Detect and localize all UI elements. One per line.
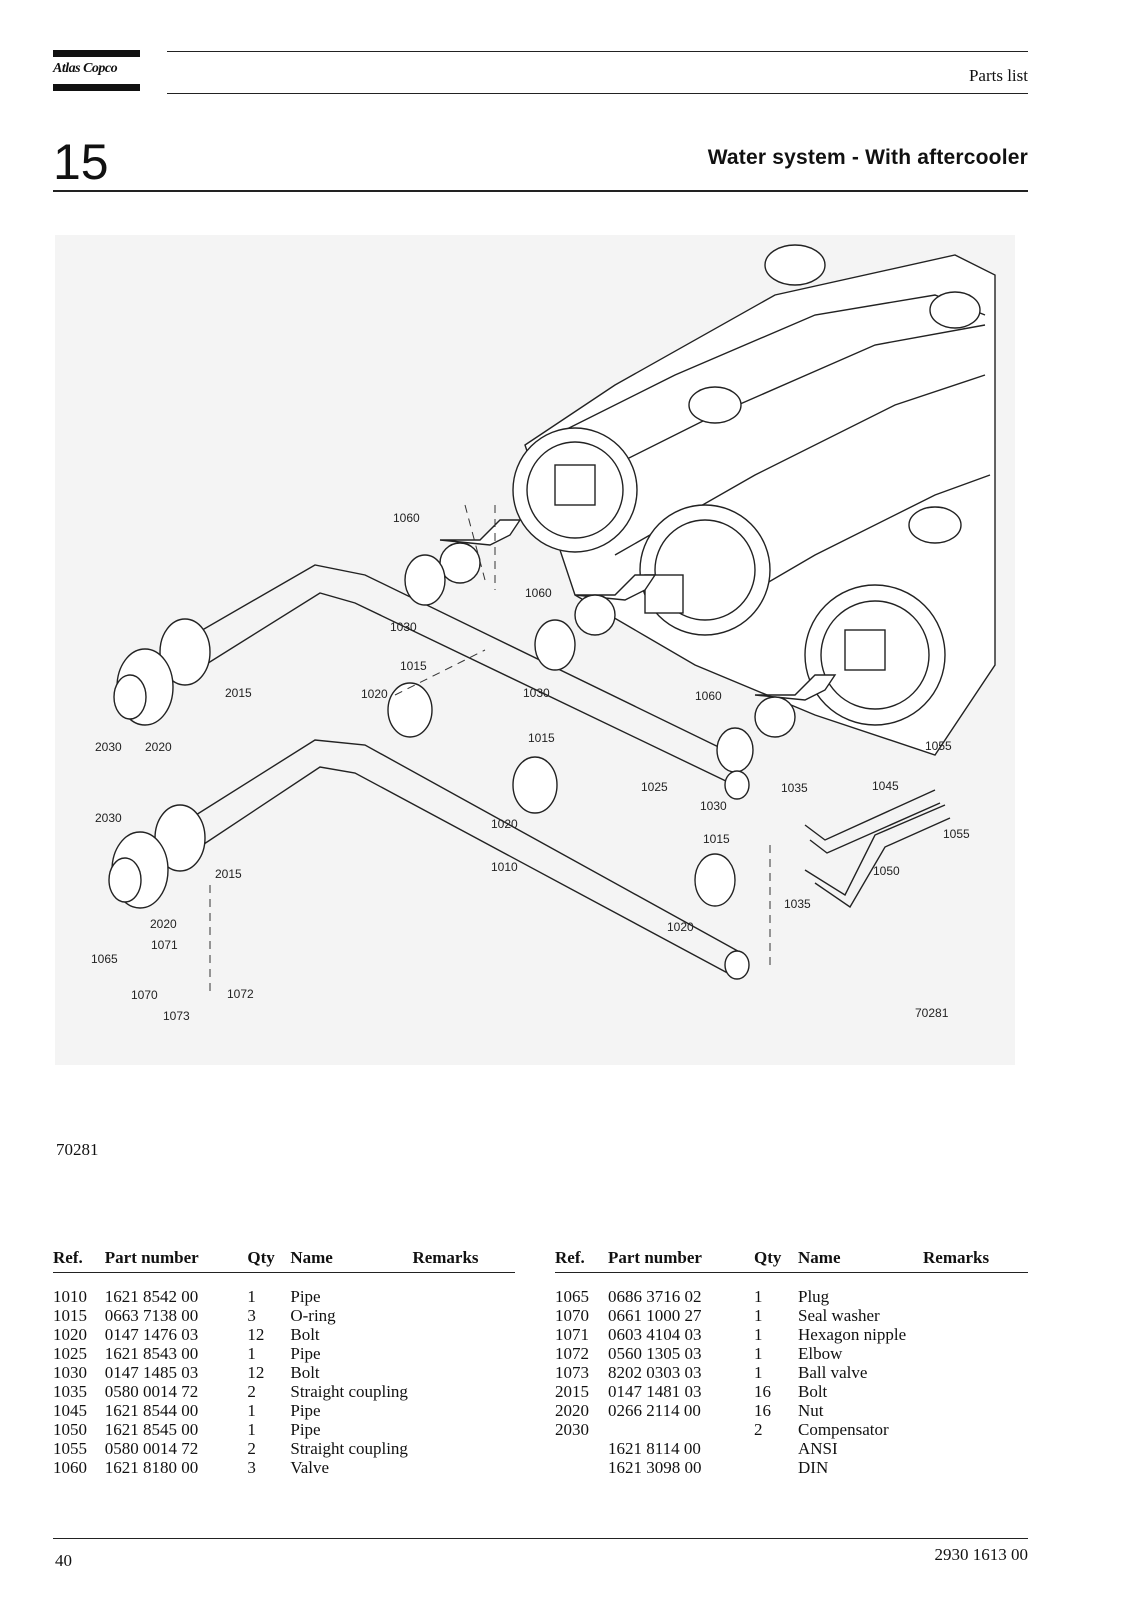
col-part-number: Part number: [104, 1248, 199, 1267]
col-ref: Ref.: [53, 1248, 83, 1267]
svg-text:1030: 1030: [700, 799, 727, 813]
exploded-view-drawing: 1060 1060 1060 1030 1030 1030 1015 1015 …: [55, 235, 1015, 1065]
svg-text:1025: 1025: [641, 780, 668, 794]
svg-text:1015: 1015: [400, 659, 427, 673]
svg-text:1045: 1045: [872, 779, 899, 793]
col-qty: Qty: [754, 1248, 782, 1267]
svg-text:1035: 1035: [781, 781, 808, 795]
svg-text:1010: 1010: [491, 860, 518, 874]
page-number: 40: [55, 1551, 72, 1570]
col-ref: Ref.: [555, 1248, 585, 1267]
svg-text:1055: 1055: [943, 827, 970, 841]
svg-text:1050: 1050: [873, 864, 900, 878]
chapter-rule: [53, 190, 1028, 192]
document-number: 2930 1613 00: [934, 1545, 1029, 1564]
svg-text:70281: 70281: [915, 1006, 949, 1020]
svg-text:1015: 1015: [703, 832, 730, 846]
svg-text:1055: 1055: [925, 739, 952, 753]
col-remarks: Remarks: [923, 1248, 990, 1267]
footer-rule: [53, 1538, 1028, 1539]
svg-text:2020: 2020: [150, 917, 177, 931]
svg-text:1060: 1060: [393, 511, 420, 525]
col-name: Name: [798, 1248, 841, 1267]
figure-reference: 70281: [56, 1140, 99, 1159]
col-remarks: Remarks: [412, 1248, 479, 1267]
logo-bar-top: [53, 50, 140, 57]
col-part-number: Part number: [608, 1248, 702, 1267]
svg-text:1020: 1020: [361, 687, 388, 701]
svg-text:1071: 1071: [151, 938, 178, 952]
col-qty: Qty: [247, 1248, 275, 1267]
svg-text:2015: 2015: [215, 867, 242, 881]
svg-text:1060: 1060: [695, 689, 722, 703]
svg-text:1060: 1060: [525, 586, 552, 600]
svg-text:1035: 1035: [784, 897, 811, 911]
svg-text:1070: 1070: [131, 988, 158, 1002]
section-label: Parts list: [968, 66, 1028, 85]
chapter-title: Water system - With aftercooler: [707, 146, 1028, 169]
col-name: Name: [290, 1248, 333, 1267]
table-header-row: Ref. Part number Qty Name Remarks: [555, 1248, 1028, 1273]
atlas-copco-logo: Atlas Copco: [53, 61, 118, 76]
svg-text:1065: 1065: [91, 952, 118, 966]
svg-text:1030: 1030: [390, 620, 417, 634]
svg-text:1030: 1030: [523, 686, 550, 700]
svg-text:1020: 1020: [491, 817, 518, 831]
header-rule-bottom: [167, 93, 1028, 94]
svg-text:1020: 1020: [667, 920, 694, 934]
table-header-row: Ref. Part number Qty Name Remarks: [53, 1248, 515, 1273]
svg-text:2030: 2030: [95, 740, 122, 754]
svg-text:1015: 1015: [528, 731, 555, 745]
svg-text:1073: 1073: [163, 1009, 190, 1023]
svg-text:2015: 2015: [225, 686, 252, 700]
logo-bar-bottom: [53, 84, 140, 91]
svg-text:1072: 1072: [227, 987, 254, 1001]
svg-text:2030: 2030: [95, 811, 122, 825]
chapter-number: 15: [53, 134, 109, 190]
header-rule-top: [167, 51, 1028, 52]
svg-text:2020: 2020: [145, 740, 172, 754]
